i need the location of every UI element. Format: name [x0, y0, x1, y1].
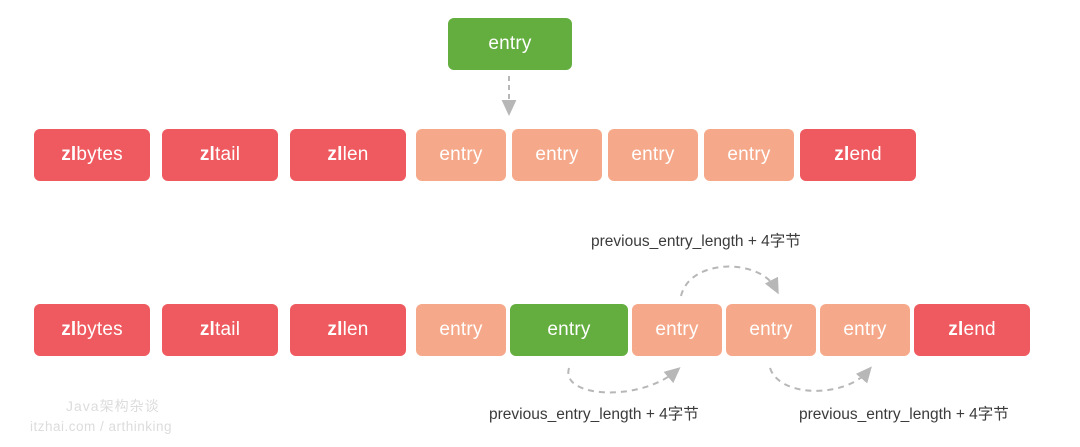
- new-entry-label: entry: [488, 33, 532, 54]
- new-entry-node: entry: [448, 18, 572, 70]
- bottom-block-entry-3: entry: [726, 304, 816, 356]
- bottom-block-zlend-bold: zl: [948, 319, 964, 340]
- annotation-bottom-left: previous_entry_length + 4字节: [489, 406, 699, 423]
- arrow-cascade-top: [680, 265, 779, 297]
- bottom-block-zltail-bold: zl: [199, 319, 216, 340]
- top-block-entry-3-label: entry: [631, 144, 675, 165]
- bottom-block-entry-4: entry: [820, 304, 910, 356]
- bottom-block-entry-1-label: entry: [439, 319, 483, 340]
- top-block-entry-2: entry: [512, 129, 602, 181]
- bottom-block-zltail-rest: tail: [215, 319, 241, 340]
- top-block-zlend-bold: zl: [834, 144, 850, 165]
- top-block-zltail-bold: zl: [199, 144, 216, 165]
- arrow-cascade-bottom-right: [769, 366, 872, 392]
- annotation-bottom-right: previous_entry_length + 4字节: [799, 406, 1009, 423]
- top-block-zlend-rest: end: [849, 144, 882, 165]
- bottom-block-entry-2-label: entry: [655, 319, 699, 340]
- bottom-block-entry-new-label: entry: [547, 319, 591, 340]
- top-block-entry-2-label: entry: [535, 144, 579, 165]
- watermark-line2: itzhai.com / arthinking: [30, 419, 173, 434]
- watermark-line1: Java架构杂谈: [66, 398, 160, 414]
- top-block-zltail-rest: tail: [215, 144, 241, 165]
- top-block-zlbytes-rest: bytes: [76, 144, 123, 165]
- top-block-zlbytes-bold: zl: [61, 144, 77, 165]
- arrow-cascade-bottom-left: [567, 367, 681, 394]
- bottom-block-entry-2: entry: [632, 304, 722, 356]
- top-block-entry-1: entry: [416, 129, 506, 181]
- annotation-top-middle: previous_entry_length + 4字节: [591, 233, 801, 250]
- top-block-zllen-bold: zl: [327, 144, 343, 165]
- bottom-block-entry-3-label: entry: [749, 319, 793, 340]
- bottom-block-zlbytes-rest: bytes: [76, 319, 123, 340]
- top-block-entry-4: entry: [704, 129, 794, 181]
- bottom-block-entry-1: entry: [416, 304, 506, 356]
- bottom-block-zllen-bold: zl: [327, 319, 343, 340]
- top-block-zllen-rest: len: [342, 144, 369, 165]
- bottom-block-zlbytes-bold: zl: [61, 319, 77, 340]
- bottom-block-zllen-rest: len: [342, 319, 369, 340]
- top-block-entry-3: entry: [608, 129, 698, 181]
- bottom-block-entry-4-label: entry: [843, 319, 887, 340]
- top-block-entry-1-label: entry: [439, 144, 483, 165]
- bottom-block-entry-new: entry: [510, 304, 628, 356]
- top-block-entry-4-label: entry: [727, 144, 771, 165]
- bottom-block-zlend-rest: end: [963, 319, 996, 340]
